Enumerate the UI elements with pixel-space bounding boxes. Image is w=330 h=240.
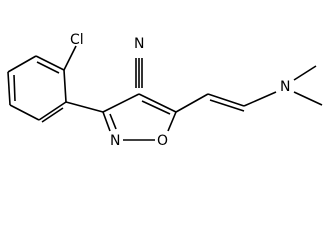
bond-c5-o1 <box>167 111 177 132</box>
dimethylaminovinyl-group <box>175 65 323 113</box>
nitrile-group <box>135 58 143 88</box>
aryl-bond-6 <box>63 69 67 103</box>
aryl-bond-4 <box>7 55 37 73</box>
chlorophenyl-ring <box>7 45 104 123</box>
bond-n-methyl-up <box>293 65 317 81</box>
aryl-bond-5-inner <box>36 61 60 74</box>
bond-n2-c3 <box>102 111 111 132</box>
vinyl-bond-double <box>209 99 245 112</box>
amine-nitrogen-label: N <box>280 79 290 95</box>
ring-nitrogen-label: N <box>110 133 120 149</box>
bond-n-methyl-down <box>293 91 323 106</box>
chlorine-label: Cl <box>70 32 84 48</box>
bond-c3-c4 <box>102 93 140 113</box>
isoxazole-ring <box>102 93 177 141</box>
bond-c5-vinyl <box>175 93 209 113</box>
aryl-bond-2 <box>9 104 40 121</box>
nitrile-nitrogen-label: N <box>134 36 144 52</box>
aryl-bond-1 <box>38 101 67 121</box>
aryl-bond-1-inner <box>41 107 64 123</box>
bond-n2-c3-double <box>109 113 117 130</box>
ring-oxygen-label: O <box>157 133 168 149</box>
vinyl-bond <box>207 93 245 107</box>
bond-c4-c5 <box>138 93 177 113</box>
aryl-bond-3-inner <box>13 74 16 102</box>
aryl-bond-3 <box>7 71 11 106</box>
molecule-structure: Cl N N O N <box>7 32 323 149</box>
bond-c4-c5-double <box>141 100 171 115</box>
bond-aryl-cl <box>63 45 77 71</box>
bond-c3-aryl <box>65 101 104 113</box>
aryl-bond-5 <box>35 55 65 71</box>
bond-vinyl-n <box>243 91 277 107</box>
